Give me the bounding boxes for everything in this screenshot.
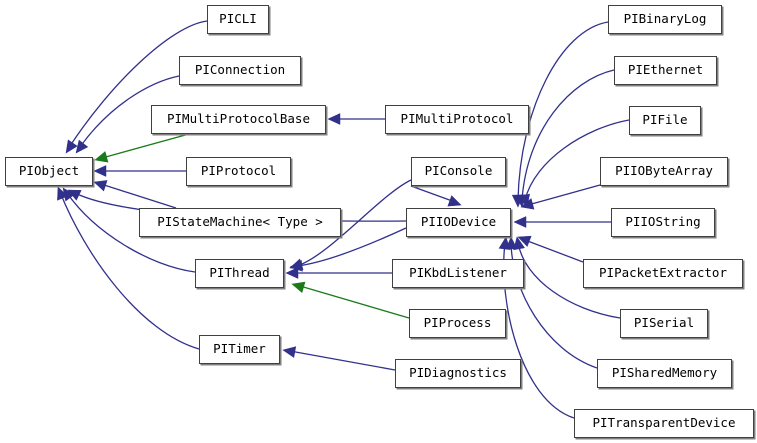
class-node-label: PIKbdListener — [409, 265, 507, 281]
class-node-pisharedmemory[interactable]: PISharedMemory — [597, 359, 732, 388]
inheritance-edge-pistatemachine-to-piobject — [100, 183, 177, 209]
class-node-pitransparentdevice[interactable]: PITransparentDevice — [574, 409, 754, 438]
inheritance-edge-piiodevice-to-pithread — [296, 227, 407, 267]
inheritance-arrowhead-piprocess-to-pithread — [291, 281, 306, 294]
inheritance-arrowhead-pimultiprotocol-to-pimultiprotocolbase — [327, 113, 341, 125]
class-node-label: PITransparentDevice — [592, 415, 736, 431]
class-node-piprotocol[interactable]: PIProtocol — [186, 157, 291, 186]
class-node-piconnection[interactable]: PIConnection — [179, 56, 301, 85]
inheritance-arrowhead-pidiagnostics-to-pitimer — [282, 346, 297, 358]
class-node-piethernet[interactable]: PIEthernet — [614, 56, 717, 85]
class-node-label: PIProtocol — [200, 163, 277, 179]
inheritance-arrowhead-piiobytearray-to-piiodevice — [520, 198, 535, 210]
class-node-pipacketextractor[interactable]: PIPacketExtractor — [583, 259, 743, 288]
class-node-label: PIThread — [209, 265, 270, 281]
class-node-piprocess[interactable]: PIProcess — [409, 309, 506, 338]
inheritance-edge-pimultiprotocolbase-to-piobject — [101, 133, 190, 159]
class-node-label: PIProcess — [423, 315, 492, 331]
class-node-label: PIBinaryLog — [623, 11, 707, 27]
inheritance-arrowhead-pistatemachine-to-piobject — [93, 180, 108, 192]
class-node-pimultiprotocolbase[interactable]: PIMultiProtocolBase — [151, 105, 326, 134]
class-node-label: PIIOByteArray — [615, 163, 713, 179]
class-node-piconsole[interactable]: PIConsole — [411, 157, 506, 186]
class-node-picli[interactable]: PICLI — [207, 5, 269, 34]
inheritance-edge-piconsole-to-pithread — [296, 179, 412, 267]
inheritance-edge-piprocess-to-pithread — [299, 285, 410, 319]
class-node-label: PISerial — [633, 315, 695, 331]
class-node-label: PIMultiProtocol — [400, 111, 514, 127]
inheritance-arrowhead-piserial-to-piiodevice — [513, 236, 525, 251]
class-node-label: PIStateMachine< Type > — [157, 214, 323, 230]
inheritance-edge-pithread-to-piobject — [66, 192, 196, 273]
class-node-label: PIObject — [18, 163, 80, 179]
inheritance-edge-piconsole-to-piiodevice — [410, 185, 456, 203]
inheritance-arrowhead-picli-to-piobject — [65, 139, 78, 154]
class-node-label: PIIODevice — [420, 214, 497, 230]
class-node-piiodevice[interactable]: PIIODevice — [406, 208, 511, 237]
class-node-label: PIFile — [642, 112, 688, 128]
class-node-label: PIIOString — [625, 214, 701, 230]
class-node-label: PIMultiProtocolBase — [167, 111, 310, 127]
class-node-pidiagnostics[interactable]: PIDiagnostics — [395, 359, 521, 388]
inheritance-edge-pidiagnostics-to-pitimer — [289, 350, 396, 371]
class-node-label: PIPacketExtractor — [599, 265, 727, 281]
class-node-pifile[interactable]: PIFile — [629, 106, 701, 135]
class-node-piiobytearray[interactable]: PIIOByteArray — [600, 157, 728, 186]
inheritance-arrowhead-pitimer-to-piobject — [57, 186, 69, 201]
class-node-pitimer[interactable]: PITimer — [199, 335, 280, 364]
class-node-label: PISharedMemory — [611, 365, 718, 381]
inheritance-arrowhead-piiodevice-to-pithread — [289, 259, 303, 272]
class-node-pithread[interactable]: PIThread — [195, 259, 284, 288]
class-node-label: PIConsole — [424, 163, 493, 179]
inheritance-arrowhead-piiostring-to-piiodevice — [513, 216, 527, 228]
inheritance-arrowhead-piconnection-to-piobject — [75, 139, 89, 154]
inheritance-arrowhead-pipacketextractor-to-piiodevice — [517, 235, 532, 247]
class-node-label: PIConnection — [194, 62, 286, 78]
inheritance-edge-pibinarylog-to-piiodevice — [517, 21, 609, 201]
class-node-pibinarylog[interactable]: PIBinaryLog — [608, 5, 722, 34]
class-node-piobject[interactable]: PIObject — [5, 157, 93, 186]
inheritance-edge-piserial-to-piiodevice — [517, 242, 621, 319]
class-node-label: PIEthernet — [627, 62, 704, 78]
inheritance-edge-piethernet-to-piiodevice — [521, 69, 615, 201]
inheritance-edge-piiobytearray-to-piiodevice — [527, 184, 601, 206]
inheritance-arrowhead-pikbdlistener-to-pithread — [285, 267, 299, 279]
inheritance-arrowhead-pimultiprotocolbase-to-piobject — [94, 151, 109, 163]
inheritance-arrowhead-piconsole-to-piiodevice — [447, 195, 462, 207]
class-node-label: PICLI — [219, 11, 257, 27]
inheritance-arrowhead-pitransparentdevice-to-piiodevice — [498, 236, 511, 250]
inheritance-edge-pipacketextractor-to-piiodevice — [524, 239, 584, 263]
class-node-piiostring[interactable]: PIIOString — [611, 208, 715, 237]
class-node-pikbdlistener[interactable]: PIKbdListener — [392, 259, 524, 288]
inheritance-edge-picli-to-piobject — [69, 20, 208, 147]
inheritance-edge-piconnection-to-piobject — [79, 75, 180, 148]
inheritance-edge-pitimer-to-piobject — [59, 191, 200, 350]
class-node-piserial[interactable]: PISerial — [620, 309, 708, 338]
class-node-pistatemachine[interactable]: PIStateMachine< Type > — [139, 208, 341, 237]
class-node-label: PIDiagnostics — [409, 365, 507, 381]
class-node-label: PITimer — [213, 341, 266, 357]
inheritance-arrowhead-piprotocol-to-piobject — [93, 165, 107, 177]
inheritance-edge-pifile-to-piiodevice — [524, 119, 630, 201]
class-node-pimultiprotocol[interactable]: PIMultiProtocol — [385, 105, 529, 134]
